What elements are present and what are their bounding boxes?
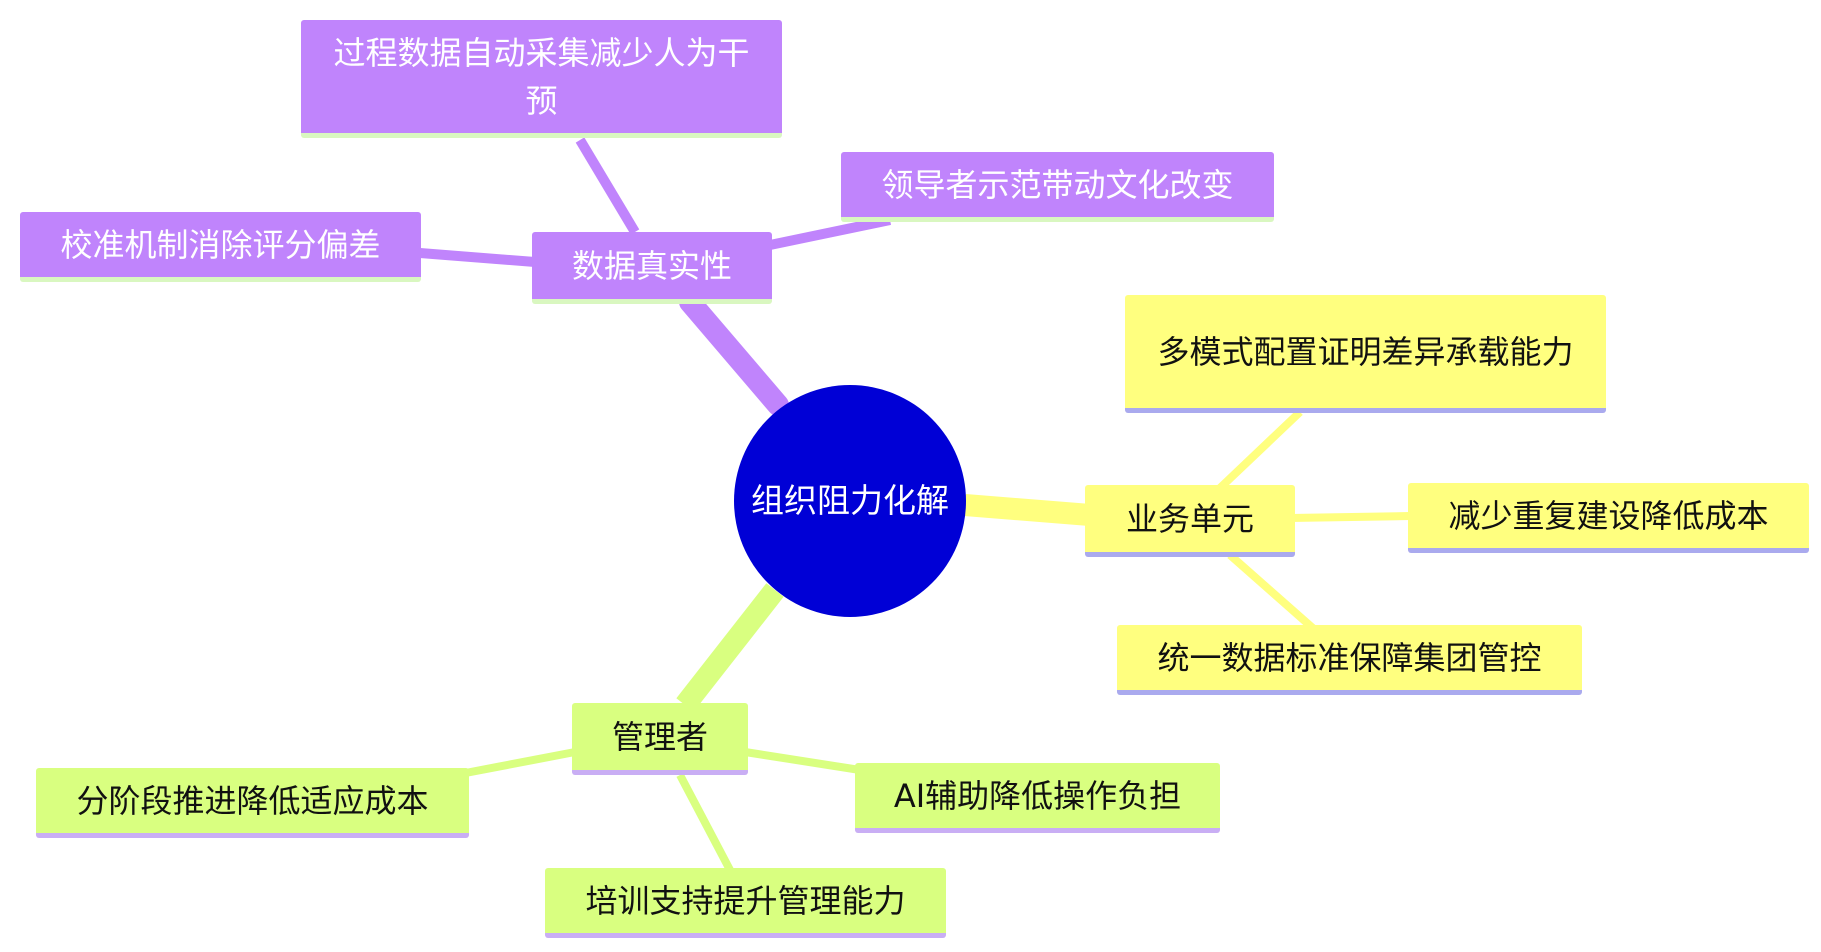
root-label: 组织阻力化解 bbox=[751, 481, 949, 520]
leaf-data-authenticity-0[interactable]: 过程数据自动采集减少人为干预 bbox=[301, 20, 782, 138]
edge-business-unit-child-2 bbox=[1227, 552, 1318, 633]
branch-business-unit-label: 业务单元 bbox=[1125, 499, 1254, 538]
leaf-business-unit-0[interactable]: 多模式配置证明差异承载能力 bbox=[1125, 295, 1606, 413]
edge-data-authenticity-child-1 bbox=[768, 215, 892, 250]
edge-root-data-authenticity bbox=[679, 291, 789, 416]
leaf-data-authenticity-2-label: 校准机制消除评分偏差 bbox=[60, 225, 381, 264]
branch-manager[interactable]: 管理者 bbox=[572, 703, 748, 775]
leaf-business-unit-2[interactable]: 统一数据标准保障集团管控 bbox=[1117, 625, 1582, 695]
edge-root-business-unit bbox=[964, 494, 1091, 526]
leaf-business-unit-1[interactable]: 减少重复建设降低成本 bbox=[1408, 483, 1809, 553]
leaf-business-unit-1-label: 减少重复建设降低成本 bbox=[1448, 496, 1769, 535]
leaf-manager-0[interactable]: 分阶段推进降低适应成本 bbox=[36, 768, 469, 838]
edge-data-authenticity-child-2 bbox=[419, 248, 536, 267]
leaf-manager-2-label: 培训支持提升管理能力 bbox=[585, 881, 906, 920]
root-node[interactable]: 组织阻力化解 bbox=[734, 385, 966, 617]
branch-business-unit[interactable]: 业务单元 bbox=[1085, 485, 1295, 557]
leaf-data-authenticity-1[interactable]: 领导者示范带动文化改变 bbox=[841, 152, 1274, 222]
leaf-manager-0-label: 分阶段推进降低适应成本 bbox=[76, 781, 429, 820]
edge-manager-child-2 bbox=[676, 773, 734, 872]
edge-business-unit-child-0 bbox=[1217, 409, 1303, 491]
branch-manager-label: 管理者 bbox=[611, 717, 708, 756]
leaf-manager-1[interactable]: AI辅助降低操作负担 bbox=[855, 763, 1220, 833]
edge-business-unit-child-1 bbox=[1289, 512, 1411, 522]
edge-manager-child-0 bbox=[454, 748, 576, 779]
edge-root-manager bbox=[676, 583, 784, 712]
edge-manager-child-1 bbox=[744, 748, 861, 774]
leaf-data-authenticity-2[interactable]: 校准机制消除评分偏差 bbox=[20, 212, 421, 282]
leaf-data-authenticity-0-label: 过程数据自动采集减少人为干预 bbox=[333, 33, 750, 120]
leaf-data-authenticity-1-label: 领导者示范带动文化改变 bbox=[881, 165, 1234, 204]
leaf-business-unit-0-label: 多模式配置证明差异承载能力 bbox=[1157, 332, 1574, 371]
leaf-manager-2[interactable]: 培训支持提升管理能力 bbox=[545, 868, 946, 938]
branch-data-authenticity[interactable]: 数据真实性 bbox=[532, 232, 772, 304]
edge-data-authenticity-child-0 bbox=[575, 137, 640, 235]
leaf-business-unit-2-label: 统一数据标准保障集团管控 bbox=[1157, 638, 1542, 677]
leaf-manager-1-label: AI辅助降低操作负担 bbox=[893, 776, 1182, 815]
branch-data-authenticity-label: 数据真实性 bbox=[571, 246, 732, 285]
